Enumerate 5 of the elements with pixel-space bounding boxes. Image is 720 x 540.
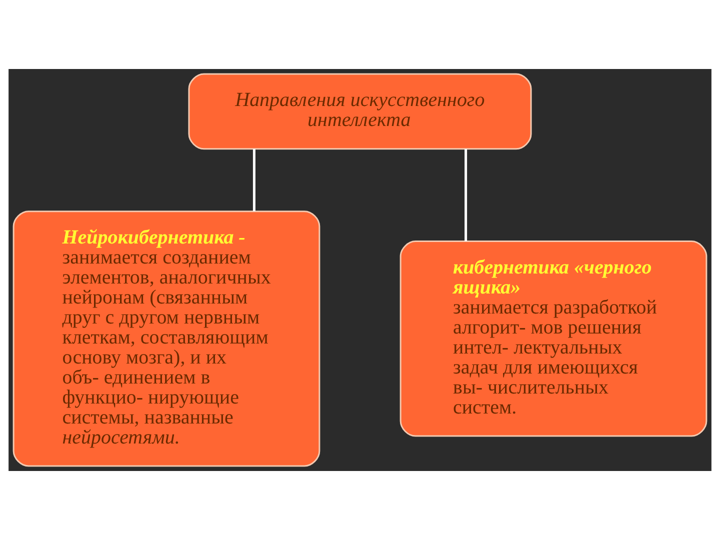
connector	[464, 148, 468, 242]
node-box: Нейрокибернетика - занимается созданием элементов, аналогичных нейронам (связанным друг с другом нервным клеткам, составляющим основу мозга), и их объ- единением в функцио- нирующие системы, названные нейросетями.	[12, 210, 320, 467]
node-box: Направления искусственного интеллекта	[188, 73, 532, 150]
node-box: кибернетика «черного ящика» занимается разработкой алгорит- мов решения интел- лектуальных задач для имеющихся вы- числительных систем.	[400, 240, 708, 437]
connector	[252, 148, 256, 212]
